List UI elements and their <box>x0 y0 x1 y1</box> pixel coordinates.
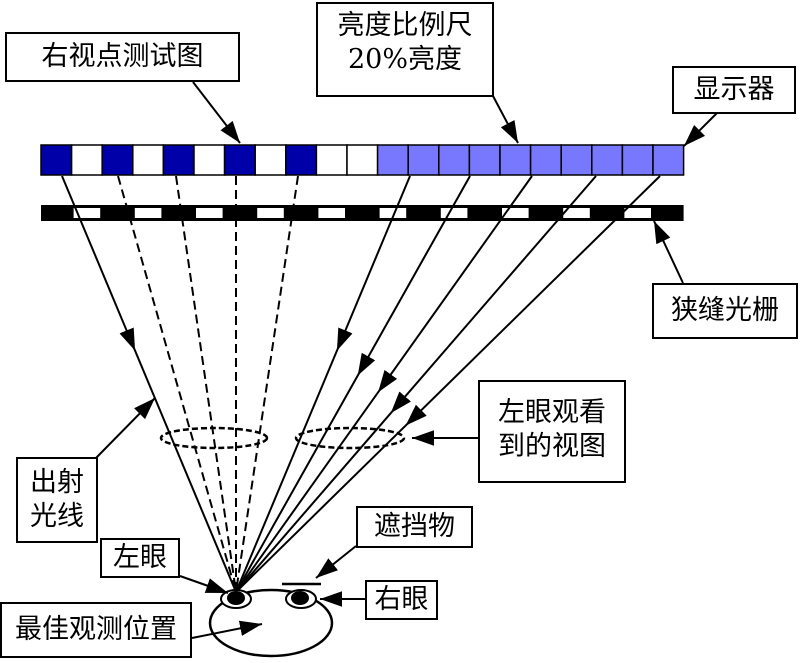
ray-solid <box>235 175 471 593</box>
display-cell-white <box>70 144 103 176</box>
display-cell-light <box>621 144 654 176</box>
label-left-eye-view-line2: 到的视图 <box>498 431 606 462</box>
display-cell-white <box>132 144 165 176</box>
label-left-eye-view-line1: 左眼观看 <box>498 397 606 428</box>
grating-slit <box>502 208 529 218</box>
display-cell-dark <box>223 144 256 176</box>
display-cell-light <box>529 144 562 176</box>
arrow-emitted-rays <box>95 397 156 459</box>
arrow-best-position <box>191 620 263 639</box>
label-best-position: 最佳观测位置 <box>0 602 192 658</box>
display-cell-white <box>315 144 348 176</box>
grating-slit <box>318 208 345 218</box>
right-view-ellipse <box>159 426 269 450</box>
label-right-view-test: 右视点测试图 <box>5 32 240 82</box>
display-cell-light <box>438 144 471 176</box>
emitted-rays <box>61 175 661 593</box>
left-eye-pupil <box>227 591 245 605</box>
grating-slit <box>257 208 284 218</box>
grating-slit <box>196 208 223 218</box>
label-slit-grating: 狭缝光栅 <box>652 283 798 339</box>
display-cell-dark <box>40 144 73 176</box>
display-bar <box>40 144 685 176</box>
display-cell-light <box>376 144 409 176</box>
label-left-eye: 左眼 <box>100 538 180 578</box>
display-cell-white <box>254 144 287 176</box>
display-cell-light <box>499 144 532 176</box>
slit-grating-bar <box>41 205 684 221</box>
display-cell-white <box>193 144 226 176</box>
ray-solid <box>235 175 597 593</box>
ray-solid <box>235 175 661 593</box>
label-display: 显示器 <box>672 66 796 114</box>
ray-dashed <box>235 175 299 593</box>
label-right-eye: 右眼 <box>365 580 438 620</box>
label-brightness-scale: 亮度比例尺 20%亮度 <box>316 2 494 97</box>
label-emitted-rays-line1: 出射 <box>30 467 84 498</box>
display-cell-light <box>468 144 501 176</box>
arrow-right-view-test <box>192 81 241 144</box>
display-cell-light <box>407 144 440 176</box>
display-cell-light <box>652 144 685 176</box>
display-cell-light <box>560 144 593 176</box>
grating-slit <box>440 208 468 218</box>
arrow-slit-grating <box>653 220 684 284</box>
display-cell-dark <box>285 144 318 176</box>
arrow-left-eye <box>179 575 229 594</box>
grating-slit <box>624 208 651 218</box>
label-left-eye-view: 左眼观看 到的视图 <box>478 380 626 483</box>
arrow-display <box>683 112 718 147</box>
display-cell-dark <box>162 144 195 176</box>
label-brightness-scale-line2: 20%亮度 <box>347 44 462 75</box>
grating-slit <box>134 208 162 218</box>
display-cell-white <box>346 144 379 176</box>
label-emitted-rays-line2: 光线 <box>30 501 84 532</box>
display-cell-dark <box>101 144 134 176</box>
left-view-ellipse <box>294 426 406 450</box>
label-brightness-scale-line1: 亮度比例尺 <box>337 10 473 41</box>
label-occluder: 遮挡物 <box>356 506 473 548</box>
display-cell-light <box>591 144 624 176</box>
ray-dashed <box>175 175 237 593</box>
ray-solid <box>235 175 411 593</box>
grating-slit <box>73 208 101 218</box>
grating-slit <box>379 208 407 218</box>
grating-slit <box>563 208 590 218</box>
ray-solid <box>61 175 237 593</box>
label-emitted-rays: 出射 光线 <box>16 457 98 543</box>
arrow-brightness-scale <box>492 95 519 144</box>
right-eye-pupil <box>291 591 309 605</box>
ray-dashed <box>117 175 237 593</box>
arrow-occluder <box>315 545 357 579</box>
